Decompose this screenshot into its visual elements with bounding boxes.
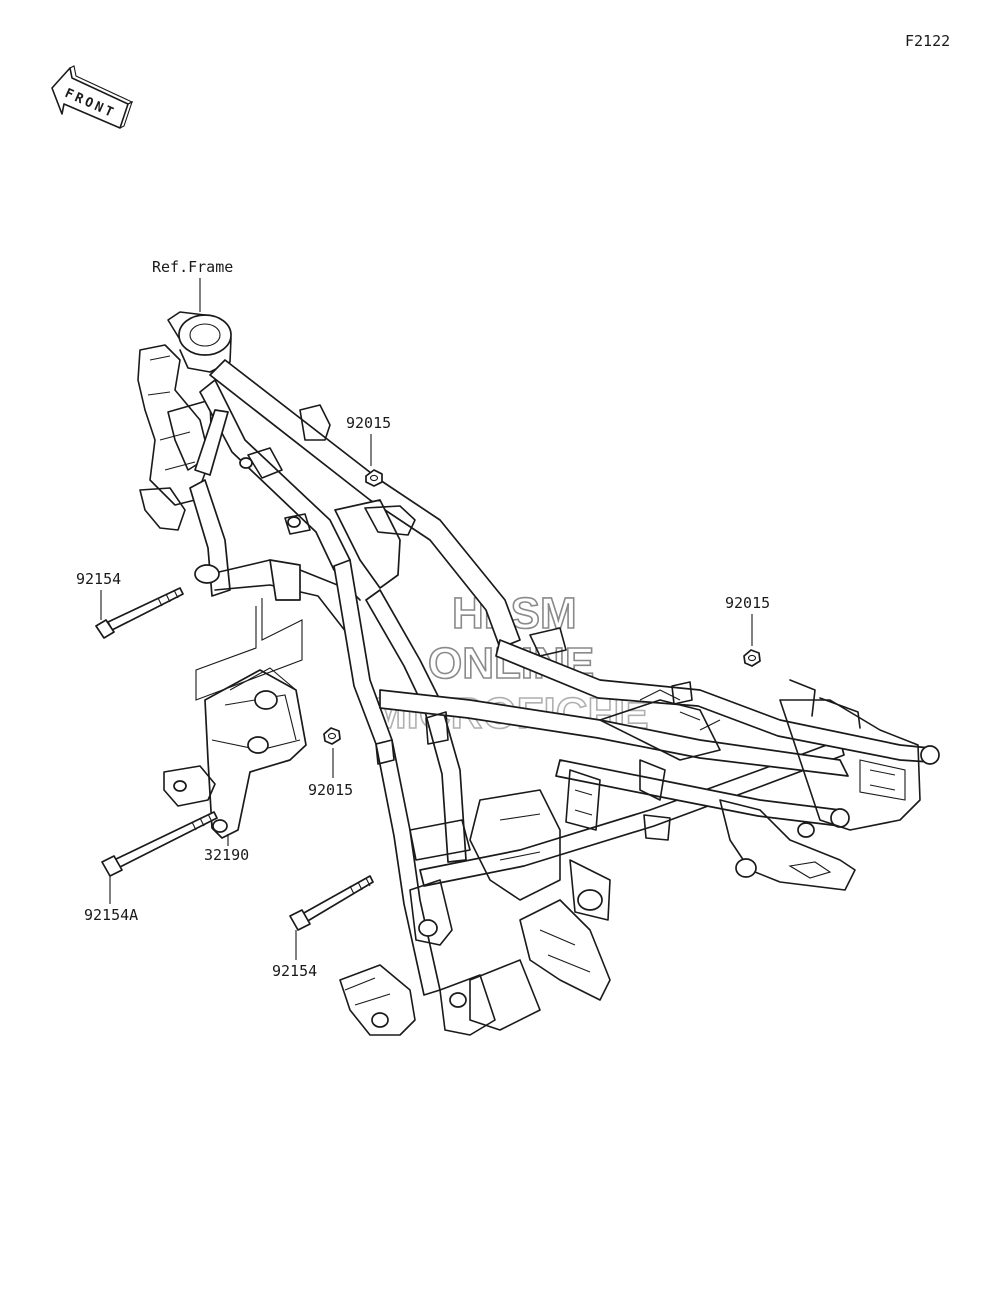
label-bracket: 32190 [204, 846, 249, 864]
label-nut-mid: 92015 [308, 781, 353, 799]
label-nut-upper: 92015 [346, 414, 391, 432]
nut-92015-upper-icon [365, 469, 383, 487]
motorcycle-frame [137, 311, 940, 1036]
label-bolt-upper-left: 92154 [76, 570, 121, 588]
bolt-92154-lower-icon [289, 875, 374, 931]
bolt-92154-upper-icon [95, 587, 184, 639]
engine-bracket-part [163, 667, 307, 839]
bolt-92154A-icon [101, 811, 218, 877]
mount-phantom-outline [195, 598, 303, 701]
label-bolt-lower-left: 92154A [84, 906, 138, 924]
label-nut-right: 92015 [725, 594, 770, 612]
label-bolt-lower: 92154 [272, 962, 317, 980]
nut-92015-mid-icon [323, 727, 341, 745]
leader-lines [100, 278, 753, 960]
front-arrow-icon: FRONT [51, 65, 134, 129]
nut-92015-right-icon [743, 649, 761, 667]
diagram-code: F2122 [905, 32, 950, 50]
label-ref-frame: Ref.Frame [152, 258, 233, 276]
